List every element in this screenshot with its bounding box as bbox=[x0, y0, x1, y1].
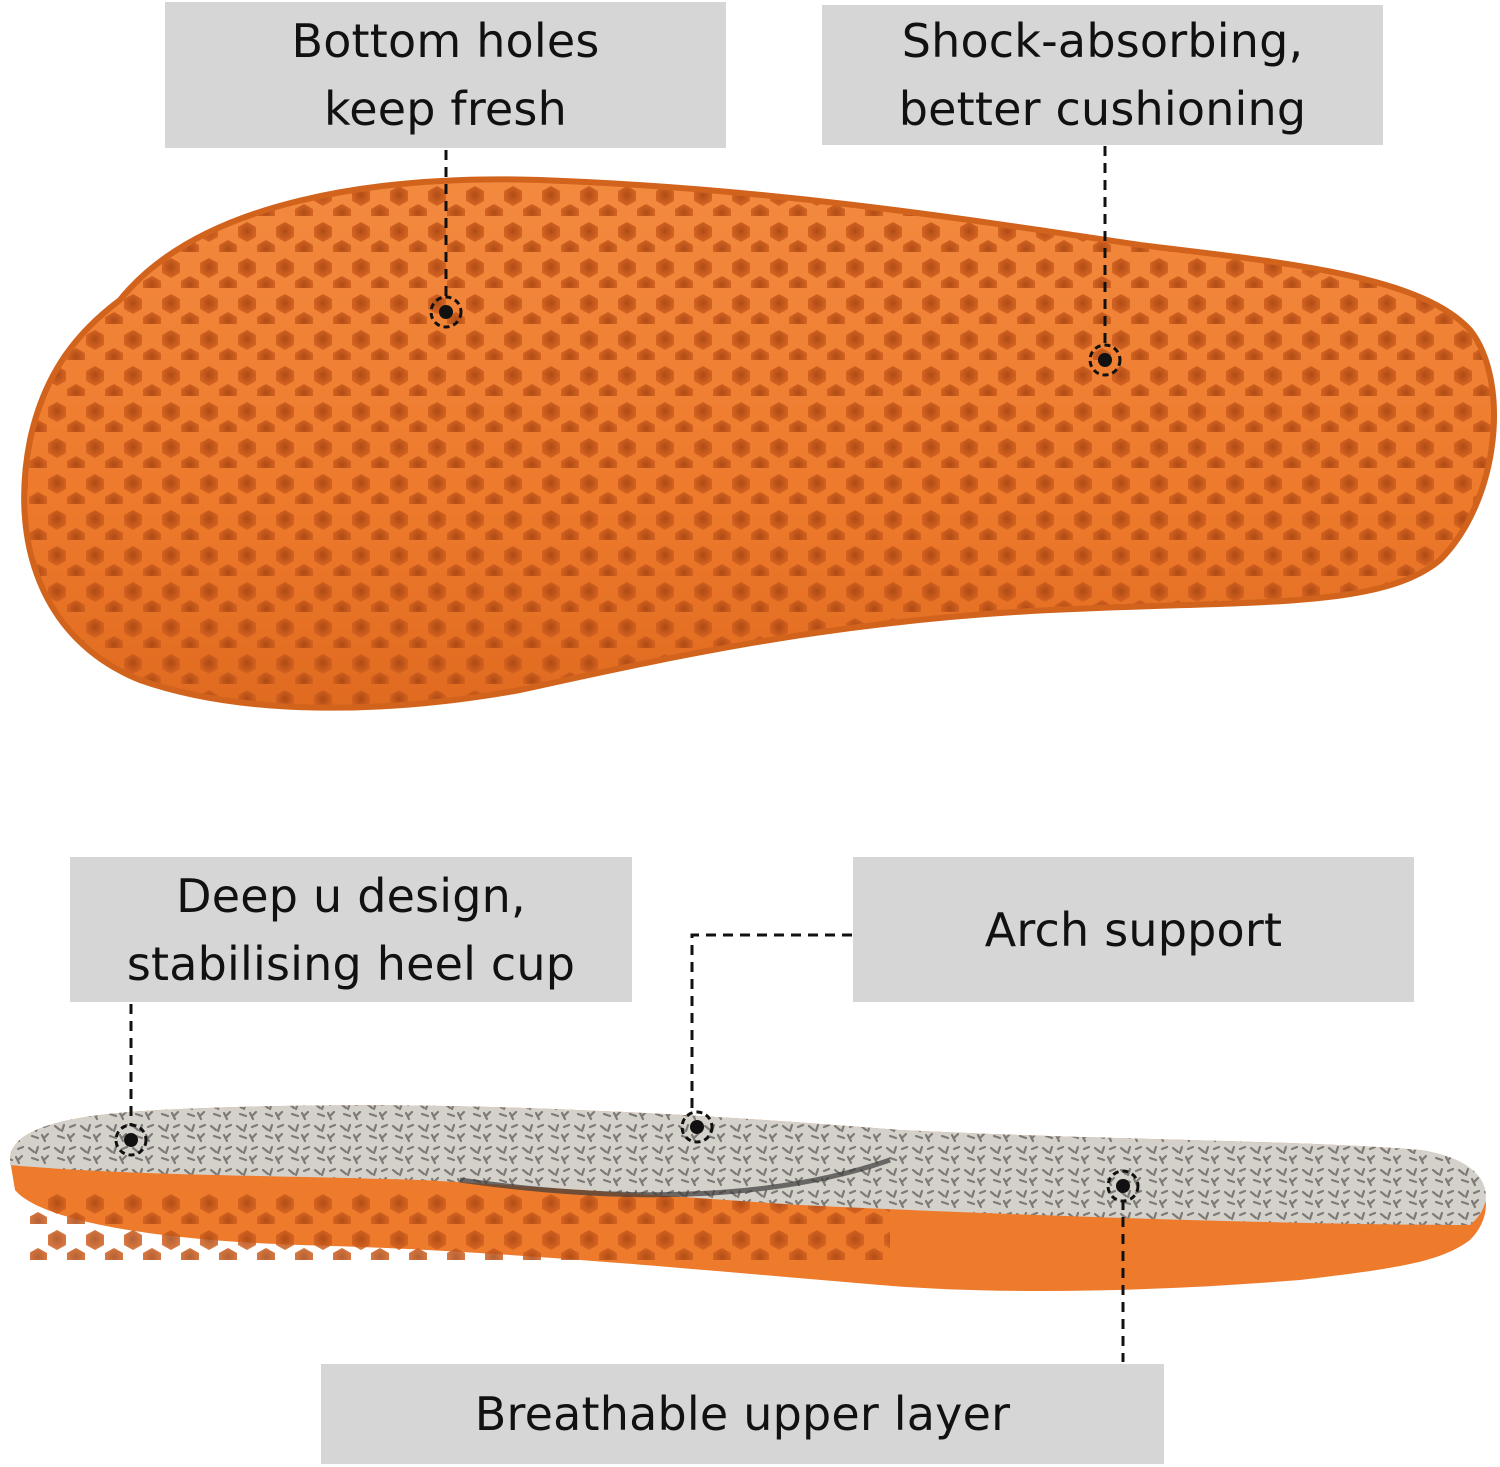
callout-heel-cup: Deep u design, stabilising heel cup bbox=[70, 857, 632, 1002]
callout-shock-absorbing-line1: Shock-absorbing, bbox=[901, 14, 1304, 68]
callout-heel-cup-line2: stabilising heel cup bbox=[126, 936, 576, 991]
callout-heel-cup-line1: Deep u design, bbox=[176, 868, 526, 923]
target-marker-icon bbox=[114, 1123, 148, 1157]
callout-bottom-holes-line1: Bottom holes bbox=[291, 14, 600, 68]
target-marker-icon bbox=[680, 1110, 714, 1144]
target-marker-icon bbox=[1106, 1169, 1140, 1203]
callout-arch-support-line1: Arch support bbox=[984, 902, 1283, 957]
leader-lines bbox=[129, 146, 1125, 1362]
callout-shock-absorbing: Shock-absorbing, better cushioning bbox=[822, 5, 1383, 145]
leader-arch-support bbox=[690, 933, 852, 1112]
target-marker-icon bbox=[429, 295, 463, 329]
callout-shock-absorbing-line2: better cushioning bbox=[898, 82, 1307, 136]
callout-breathable-layer: Breathable upper layer bbox=[321, 1364, 1164, 1464]
insole-side-view bbox=[10, 1105, 1486, 1292]
callout-breathable-line1: Breathable upper layer bbox=[474, 1387, 1011, 1441]
insole-bottom-view bbox=[21, 176, 1497, 711]
callout-bottom-holes-line2: keep fresh bbox=[324, 82, 567, 136]
target-marker-icon bbox=[1088, 343, 1122, 377]
callout-arch-support: Arch support bbox=[853, 857, 1414, 1002]
callout-bottom-holes: Bottom holes keep fresh bbox=[165, 2, 726, 148]
